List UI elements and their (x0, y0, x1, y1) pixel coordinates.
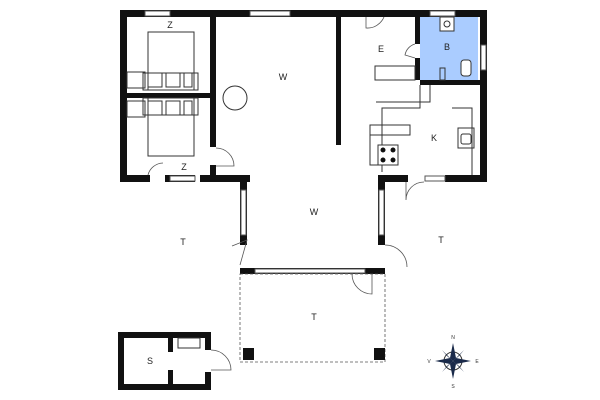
door-living-left (231, 239, 248, 266)
interior-walls (120, 17, 480, 177)
room-label-terrace-left: T (180, 237, 186, 247)
room-label-terrace-right: T (438, 235, 444, 245)
door-entrance (365, 16, 385, 29)
door-z-lower (215, 147, 235, 167)
room-label-living-main: W (279, 72, 288, 82)
room-label-kitchen: K (431, 133, 437, 143)
compass-south-label: S (451, 384, 455, 390)
terrace-post-right (374, 348, 385, 360)
round-table (222, 85, 248, 111)
compass-icon (435, 343, 471, 379)
beds-lower (126, 97, 199, 157)
terrace-post-left (243, 348, 254, 360)
door-bath (404, 43, 416, 59)
door-living-bottom (351, 273, 373, 295)
beds-upper (126, 31, 199, 91)
room-label-bathroom: B (444, 42, 450, 52)
door-z-front (147, 162, 164, 176)
windows (144, 10, 487, 274)
room-label-bedroom-bottom: Z (181, 162, 187, 172)
compass-north-label: N (451, 335, 455, 341)
terrace-outline (239, 273, 386, 363)
compass-east-label: E (475, 359, 479, 365)
bathroom-fixtures (439, 16, 472, 81)
door-kitchen (405, 181, 425, 201)
room-label-living-annex: W (310, 207, 319, 217)
room-label-terrace-bottom: T (311, 312, 317, 322)
room-label-shed: S (147, 356, 153, 366)
room-label-bedroom-top: Z (167, 20, 173, 30)
kitchen-counter (369, 85, 475, 175)
shed (118, 332, 232, 390)
compass-west-label: V (427, 359, 431, 365)
door-living-right (384, 244, 408, 268)
room-label-entrance: E (378, 44, 384, 54)
entry-cabinet (374, 65, 416, 81)
